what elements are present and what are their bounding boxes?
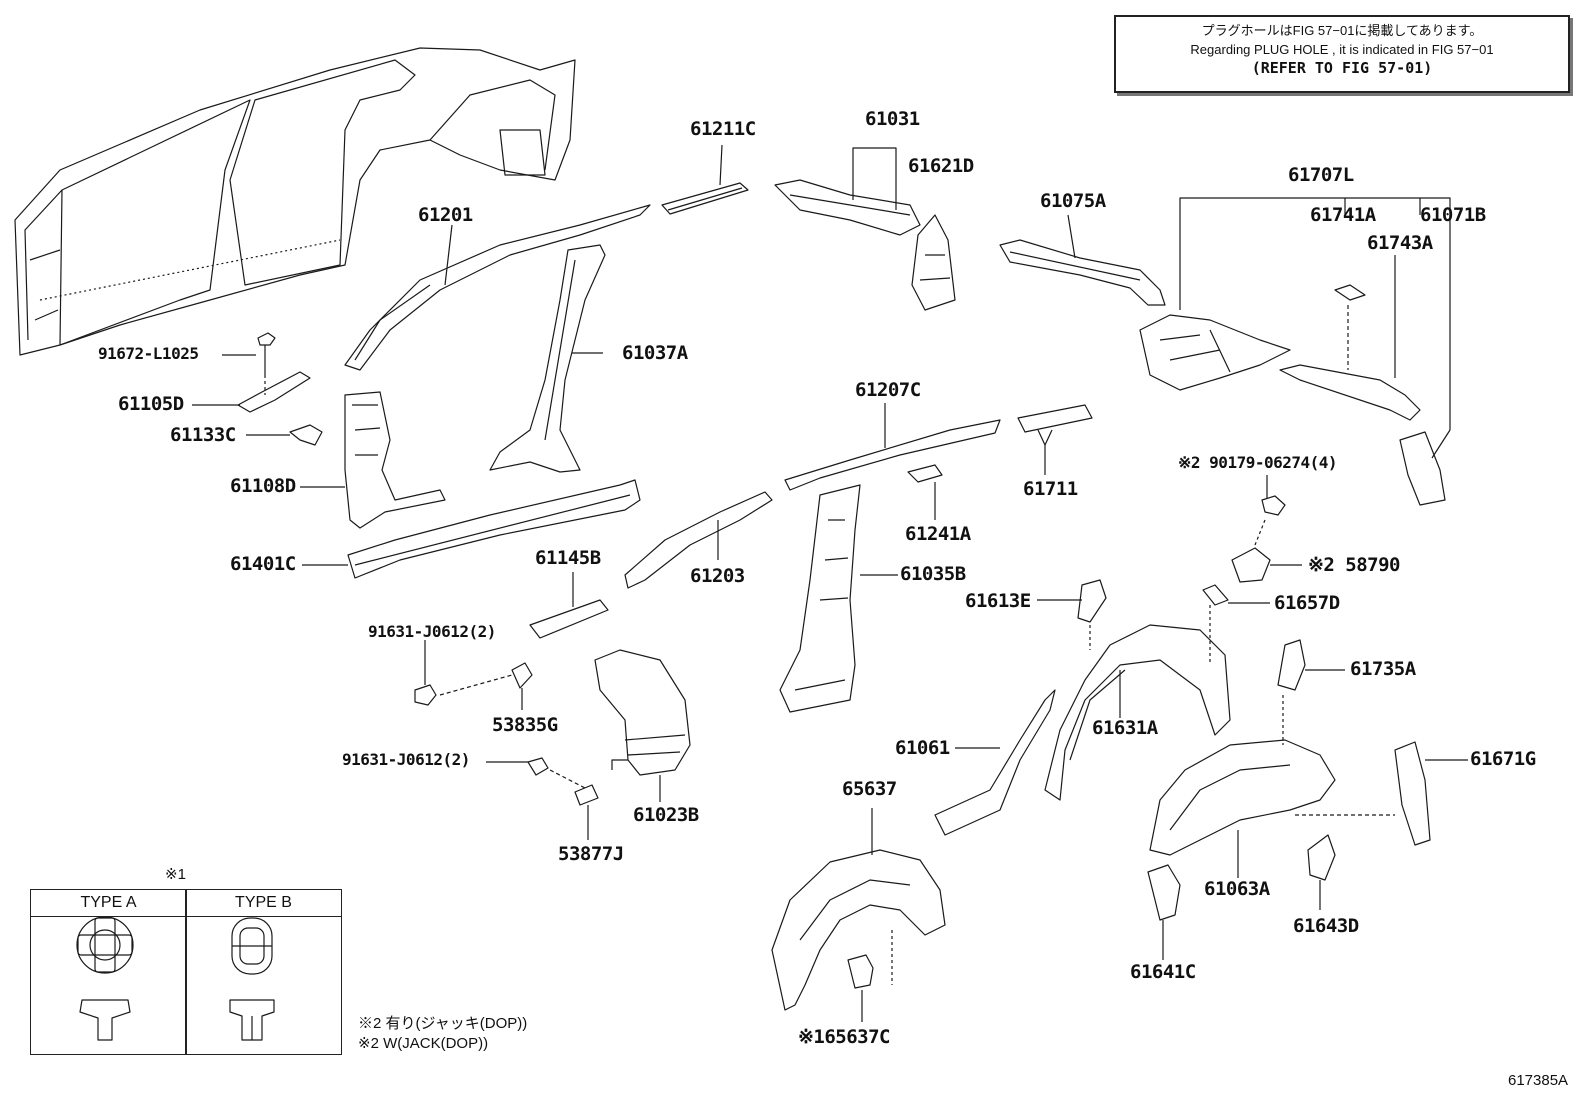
label-61037A: 61037A xyxy=(622,342,688,364)
label-61075A: 61075A xyxy=(1040,190,1106,212)
type-a-header: TYPE A xyxy=(31,890,186,917)
label-61613E: 61613E xyxy=(965,590,1031,612)
type-marker: ※1 xyxy=(165,866,186,883)
label-61031: 61031 xyxy=(865,108,920,130)
part-61211C xyxy=(661,144,749,215)
part-61061 xyxy=(934,689,1056,836)
label-91672-L1025: 91672-L1025 xyxy=(98,344,199,363)
part-61621D xyxy=(911,214,956,311)
part-61035B xyxy=(779,484,898,713)
label-61631A: 61631A xyxy=(1092,717,1158,739)
type-a-clip-drawing xyxy=(76,916,134,1041)
label-61671G: 61671G xyxy=(1470,748,1536,770)
label-61211C: 61211C xyxy=(690,118,756,140)
part-61063A xyxy=(1149,739,1336,878)
label-61133C: 61133C xyxy=(170,424,236,446)
label-61023B: 61023B xyxy=(633,804,699,826)
part-61641C xyxy=(1147,864,1181,960)
type-b-header: TYPE B xyxy=(186,890,341,917)
part-61037A xyxy=(489,244,606,473)
label-61711: 61711 xyxy=(1023,478,1078,500)
part-91631-J0612-bolt-lower xyxy=(486,757,586,789)
type-table-divider xyxy=(185,890,187,1054)
part-61023B xyxy=(594,649,691,802)
label-61207C: 61207C xyxy=(855,379,921,401)
part-61241A xyxy=(907,464,943,520)
note-line-jp: プラグホールはFIG 57−01に掲載してあります。 xyxy=(1201,23,1483,38)
label-61071B: 61071B xyxy=(1420,204,1486,226)
part-61075A xyxy=(999,214,1166,306)
label-61035B: 61035B xyxy=(900,563,966,585)
label-90179-06274: ※2 90179-06274(4) xyxy=(1178,453,1338,472)
footnote-en: ※2 W(JACK(DOP)) xyxy=(358,1035,489,1052)
label-61145B: 61145B xyxy=(535,547,601,569)
part-61133C xyxy=(246,424,323,446)
label-61621D: 61621D xyxy=(908,155,974,177)
label-65637: 65637 xyxy=(842,778,897,800)
label-61657D: 61657D xyxy=(1274,592,1340,614)
part-65637 xyxy=(771,808,946,1011)
part-61631A xyxy=(1044,624,1231,801)
type-b-clip-drawing xyxy=(229,917,275,1041)
label-58790: ※2 58790 xyxy=(1308,554,1401,576)
part-61671G xyxy=(1295,741,1468,846)
footnote-jp: ※2 有り(ジャッキ(DOP)) xyxy=(358,1015,528,1032)
part-61145B xyxy=(529,572,609,639)
part-53835G xyxy=(511,662,533,710)
label-61707L: 61707L xyxy=(1288,164,1354,186)
part-58790 xyxy=(1231,547,1302,583)
label-61735A: 61735A xyxy=(1350,658,1416,680)
part-61707L xyxy=(1139,197,1451,506)
clip-type-table: TYPE A TYPE B xyxy=(30,889,342,1055)
label-61105D: 61105D xyxy=(118,393,184,415)
label-61241A: 61241A xyxy=(905,523,971,545)
part-65637C-clip xyxy=(847,954,874,1022)
part-61201 xyxy=(344,204,651,371)
figure-id: 617385A xyxy=(1508,1072,1569,1089)
label-61061: 61061 xyxy=(895,737,950,759)
label-61108D: 61108D xyxy=(230,475,296,497)
part-91672-L1025-bolt xyxy=(222,332,276,395)
part-61203 xyxy=(624,491,773,589)
part-61613E xyxy=(1037,579,1107,650)
note-line-en: Regarding PLUG HOLE , it is indicated in… xyxy=(1190,42,1494,57)
label-91631-J0612-upper: 91631-J0612(2) xyxy=(368,622,496,641)
part-53877J xyxy=(574,784,599,840)
label-91631-J0612-lower: 91631-J0612(2) xyxy=(342,750,470,769)
label-61201: 61201 xyxy=(418,204,473,226)
part-61108D xyxy=(300,391,446,529)
part-91631-J0612-bolt-upper xyxy=(414,640,513,706)
label-61741A: 61741A xyxy=(1310,204,1376,226)
part-61207C xyxy=(784,403,1001,491)
label-61401C: 61401C xyxy=(230,553,296,575)
part-90179-06274-clip xyxy=(1254,475,1286,546)
part-61735A xyxy=(1277,639,1345,745)
label-61641C: 61641C xyxy=(1130,961,1196,983)
part-61711 xyxy=(1017,404,1093,475)
part-61657D xyxy=(1202,584,1270,665)
part-61105D xyxy=(192,371,311,413)
label-61643D: 61643D xyxy=(1293,915,1359,937)
part-61031 xyxy=(774,147,921,236)
label-61743A: 61743A xyxy=(1367,232,1433,254)
side-body-outer-panel xyxy=(14,47,576,356)
label-61203: 61203 xyxy=(690,565,745,587)
label-61063A: 61063A xyxy=(1204,878,1270,900)
note-line-refer: (REFER TO FIG 57-01) xyxy=(1251,59,1433,77)
label-53835G: 53835G xyxy=(492,714,558,736)
refer-note-box: プラグホールはFIG 57−01に掲載してあります。 Regarding PLU… xyxy=(1114,15,1570,93)
label-53877J: 53877J xyxy=(558,843,624,865)
part-61401C xyxy=(302,479,641,579)
label-65637C: ※165637C xyxy=(798,1026,891,1048)
part-61643D xyxy=(1307,834,1336,910)
